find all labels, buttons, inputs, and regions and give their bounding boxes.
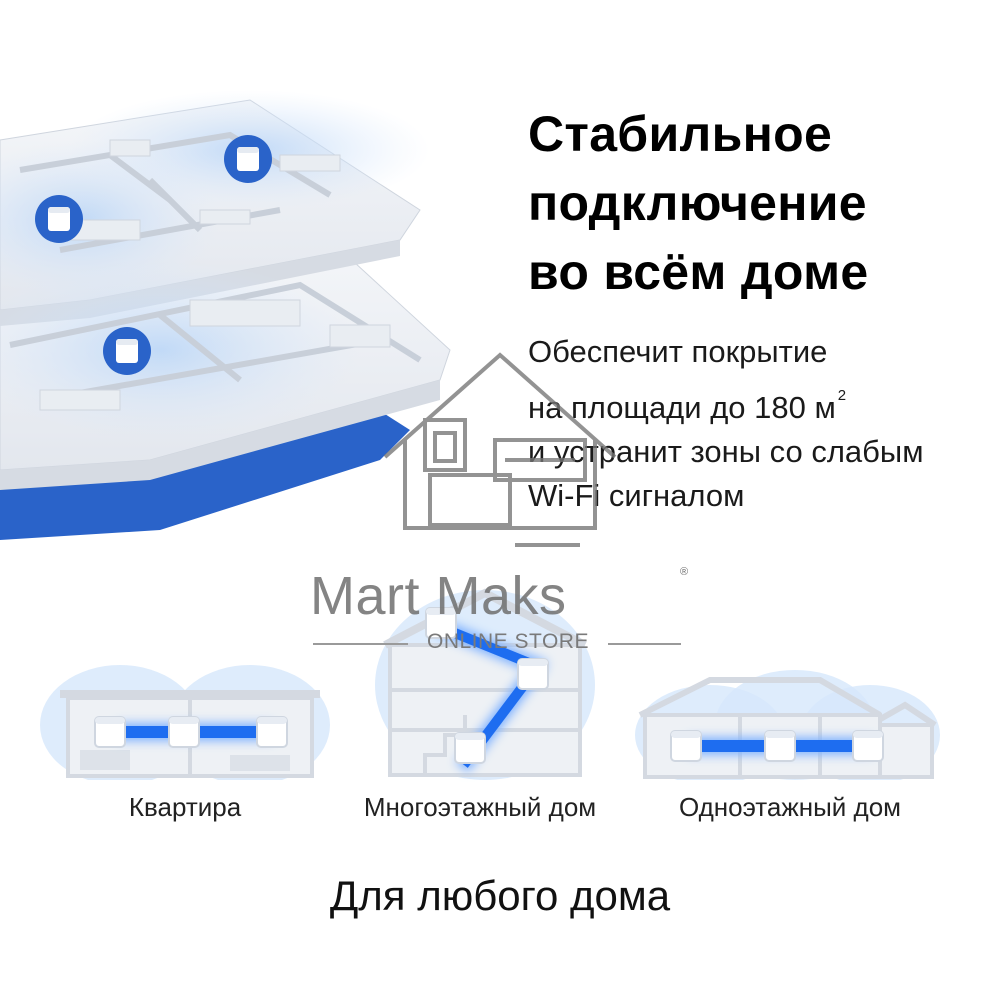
headline: Стабильное подключение во всём доме — [528, 100, 869, 307]
watermark-brand: Mart Maks — [310, 566, 567, 626]
watermark-divider — [313, 643, 408, 645]
house-logo-icon — [383, 352, 617, 547]
footer-title: Для любого дома — [329, 872, 671, 919]
mesh-unit-icon — [454, 732, 486, 764]
mesh-unit-icon — [103, 327, 151, 375]
mesh-unit-icon — [764, 730, 796, 762]
subtext-line-1: Обеспечит покрытие — [528, 334, 828, 369]
watermark-divider — [608, 643, 681, 645]
mesh-unit-icon — [256, 716, 288, 748]
scenario-label-single-storey: Одноэтажный дом — [678, 792, 902, 822]
mesh-unit-icon — [852, 730, 884, 762]
apartment-illustration — [40, 665, 330, 780]
mesh-unit-icon — [670, 730, 702, 762]
floorplan-illustration — [0, 90, 451, 540]
subtext-line-2-text: на площади до 180 м — [528, 390, 836, 425]
headline-line-1: Стабильное — [528, 106, 833, 162]
scenario-label-multistorey: Многоэтажный дом — [363, 792, 597, 822]
subtext-line-4: Wi-Fi сигналом — [528, 478, 745, 513]
mesh-unit-icon — [168, 716, 200, 748]
mesh-unit-icon — [517, 658, 549, 690]
mesh-unit-icon — [94, 716, 126, 748]
mesh-unit-icon — [35, 195, 83, 243]
headline-line-3: во всём доме — [528, 244, 869, 300]
watermark-registered-mark: ® — [680, 566, 689, 578]
watermark-store: ONLINE STORE — [427, 630, 589, 653]
scenario-label-apartment: Квартира — [128, 792, 242, 822]
mesh-unit-icon — [425, 607, 457, 639]
superscript-2: 2 — [837, 387, 847, 404]
mesh-unit-icon — [224, 135, 272, 183]
headline-line-2: подключение — [528, 175, 867, 231]
